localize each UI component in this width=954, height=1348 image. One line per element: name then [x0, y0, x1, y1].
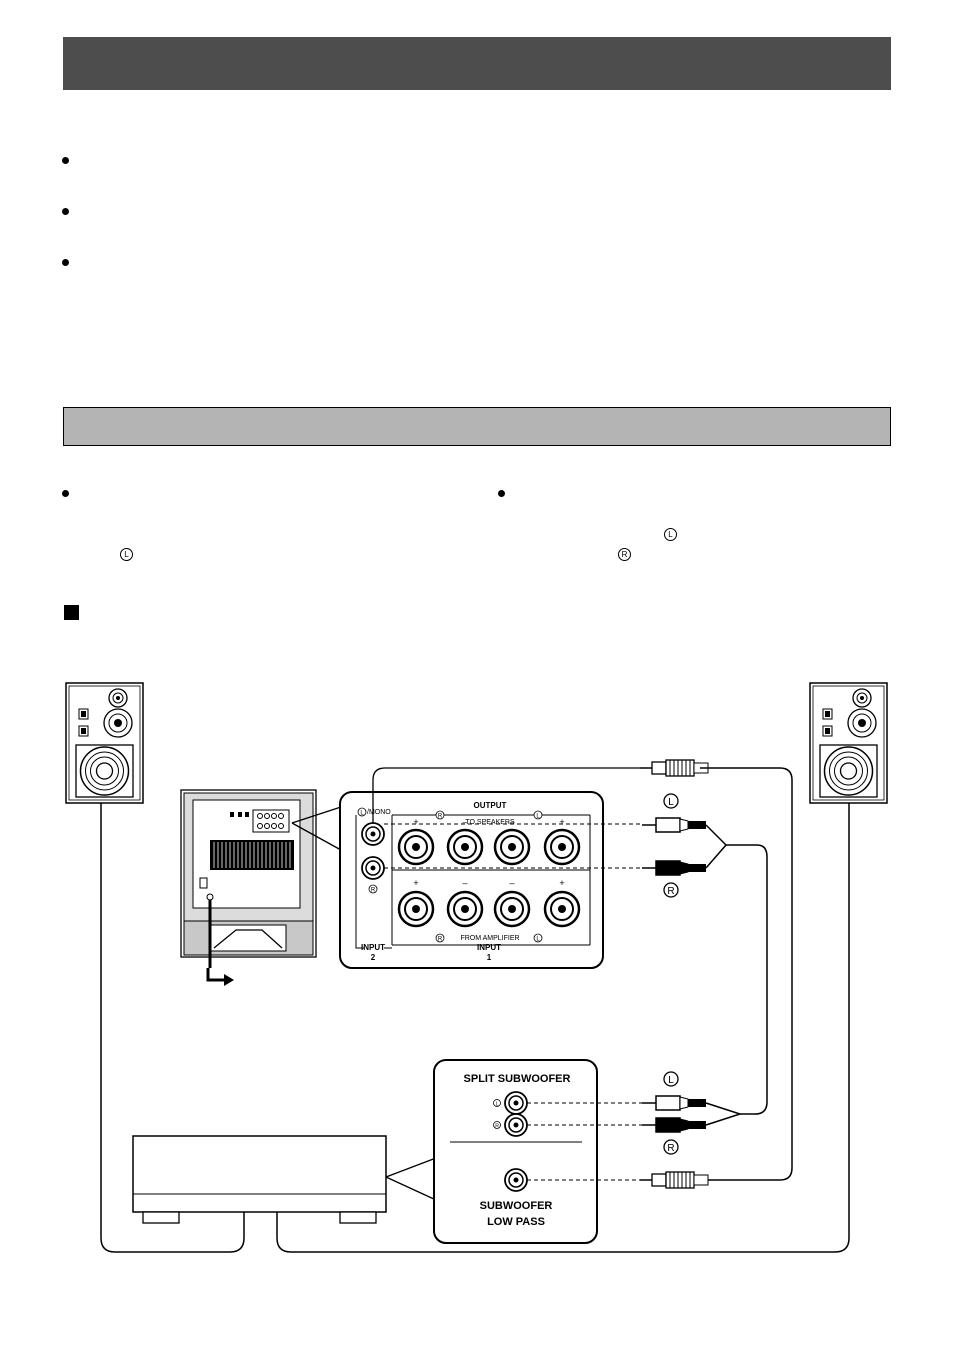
plus-sign: + — [559, 817, 564, 827]
amplifier-output-panel: SPLIT SUBWOOFER L R SUBWOOFER LOW PASS — [433, 1059, 598, 1244]
input1-terminal — [543, 890, 581, 928]
input1-terminal — [446, 890, 484, 928]
minus-sign: – — [509, 817, 514, 827]
plus-sign: + — [413, 878, 418, 888]
y-cable — [725, 844, 768, 1115]
left-mark-small: L — [360, 811, 364, 817]
input1-number: 1 — [487, 953, 492, 962]
mono-plug-icon — [639, 759, 709, 777]
right-channel-mark: R — [667, 886, 674, 897]
low-pass-label-line1: SUBWOOFER — [480, 1200, 553, 1212]
right-mark-small: R — [371, 888, 376, 894]
output-terminal — [446, 828, 484, 866]
bullet-2 — [62, 208, 69, 215]
output-terminal — [493, 828, 531, 866]
output-terminal — [397, 828, 435, 866]
split-right-jack — [504, 1113, 528, 1137]
low-pass-jack — [504, 1168, 528, 1192]
right-channel-mark: R — [618, 548, 631, 561]
minus-sign: – — [462, 878, 467, 888]
left-plug-icon — [641, 1095, 707, 1111]
bullet-left-column — [62, 490, 69, 497]
right-mark-small: R — [438, 814, 443, 820]
left-plug-icon — [641, 817, 707, 833]
right-speaker-wire — [276, 803, 850, 1253]
input2-right-jack — [361, 856, 385, 880]
right-plug-icon — [641, 860, 707, 876]
input2-left-mono-jack — [361, 822, 385, 846]
mono-plug-icon — [639, 1171, 709, 1189]
mono-cable — [700, 767, 793, 1181]
subwoofer-unit — [180, 789, 317, 958]
input1-label: INPUT — [477, 943, 501, 952]
left-speaker-icon — [65, 682, 144, 804]
subwoofer-terminal-panel: L R R L R L /MONO OUTPUT TO SPEAKERS + –… — [339, 791, 604, 969]
minus-sign: – — [462, 817, 467, 827]
bullet-1 — [62, 157, 69, 164]
left-speaker-wire — [100, 803, 245, 1253]
bullet-right-column — [498, 490, 505, 497]
split-subwoofer-label: SPLIT SUBWOOFER — [464, 1073, 571, 1085]
subsection-header-bar — [63, 407, 891, 446]
left-channel-mark: L — [668, 797, 674, 808]
right-channel-mark: R — [667, 1143, 674, 1154]
left-mark-small: L — [536, 937, 540, 943]
section-header-bar — [63, 37, 891, 90]
right-speaker-icon — [809, 682, 888, 804]
left-mark-small: L — [536, 814, 540, 820]
heading-square-icon — [64, 605, 79, 620]
plus-sign: + — [559, 878, 564, 888]
to-speakers-label: TO SPEAKERS — [465, 819, 515, 826]
right-mark-small: R — [495, 1124, 499, 1130]
right-plug-icon — [641, 1117, 707, 1133]
left-mark-small: L — [496, 1102, 499, 1108]
left-channel-mark: L — [120, 548, 133, 561]
input2-number: 2 — [371, 953, 376, 962]
left-channel-mark: L — [664, 528, 677, 541]
bullet-3 — [62, 259, 69, 266]
plus-sign: + — [413, 817, 418, 827]
output-terminal — [543, 828, 581, 866]
output-label: OUTPUT — [474, 801, 507, 810]
minus-sign: – — [509, 878, 514, 888]
split-left-jack — [504, 1091, 528, 1115]
low-pass-label-line2: LOW PASS — [487, 1216, 545, 1228]
input2-label: INPUT — [361, 943, 385, 952]
from-amplifier-label: FROM AMPLIFIER — [460, 935, 519, 942]
left-channel-mark: L — [668, 1075, 674, 1086]
mono-label: /MONO — [367, 809, 391, 816]
amplifier-unit — [132, 1135, 387, 1224]
arrow-icon — [224, 974, 234, 986]
input1-terminal — [493, 890, 531, 928]
right-mark-small: R — [438, 937, 443, 943]
input1-terminal — [397, 890, 435, 928]
